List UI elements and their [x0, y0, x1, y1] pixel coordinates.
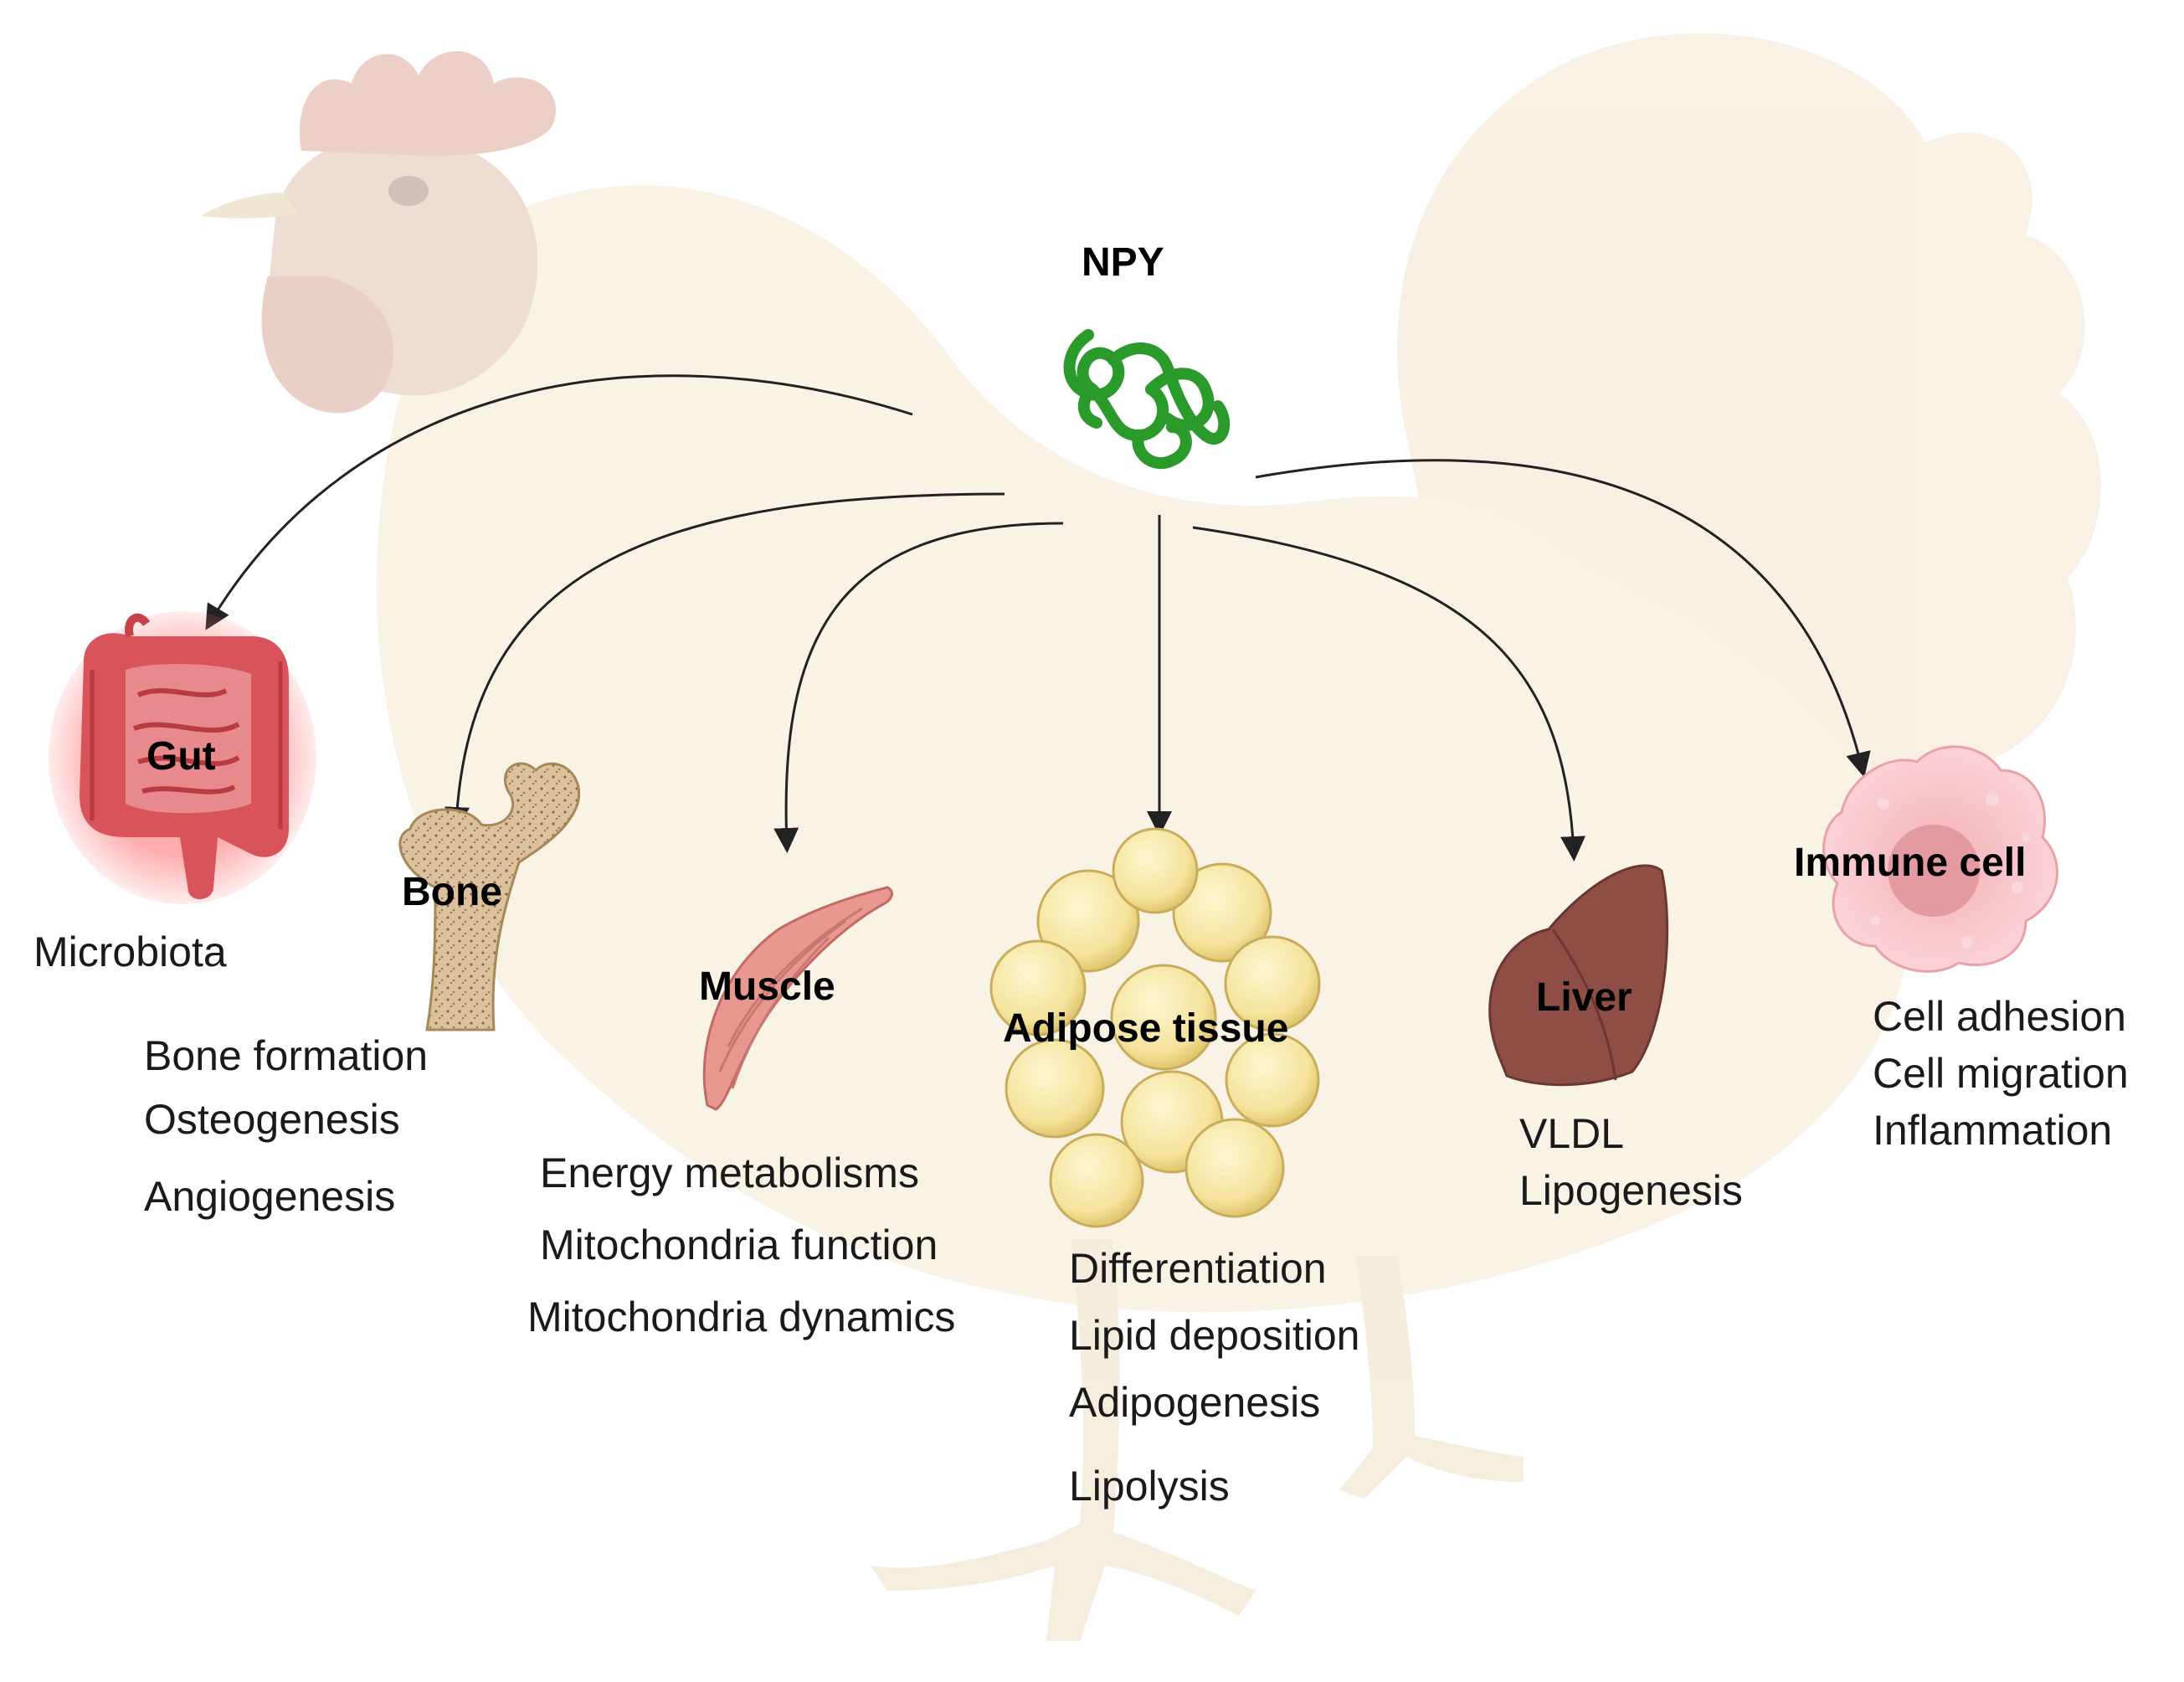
- bone-icon: [398, 762, 581, 1031]
- muscle-functions: Energy metabolisms Mitochondria function…: [527, 1137, 955, 1353]
- chicken-eye: [388, 176, 429, 206]
- bone-function-item: Angiogenesis: [144, 1173, 396, 1220]
- protein-coil-icon: [1063, 329, 1231, 470]
- immune-function-item: Cell adhesion: [1873, 993, 2126, 1040]
- muscle-function-item: Mitochondria function: [540, 1222, 938, 1268]
- gut-functions: Microbiota: [33, 928, 227, 976]
- bone-function-item: Bone formation: [144, 1032, 429, 1079]
- gut-function-item: Microbiota: [33, 928, 227, 975]
- adipose-functions: Differentiation Lipid deposition Adipoge…: [1069, 1235, 1360, 1520]
- immune-label: Immune cell: [1794, 841, 2027, 885]
- adipose-function-item: Adipogenesis: [1069, 1379, 1321, 1426]
- intestine-icon: [49, 611, 316, 904]
- immune-function-item: Cell migration: [1873, 1050, 2129, 1097]
- liver-function-item: Lipogenesis: [1519, 1167, 1743, 1214]
- liver-label: Liver: [1536, 975, 1632, 1020]
- arrow-to-immune: [1255, 459, 1871, 778]
- adipose-function-item: Lipid deposition: [1069, 1312, 1360, 1359]
- chicken-leg-right: [1339, 1256, 1524, 1499]
- arrow-to-gut: [205, 374, 913, 630]
- fat-cells-icon: [989, 827, 1321, 1228]
- liver-icon: [1488, 864, 1669, 1087]
- bone-function-item: Osteogenesis: [144, 1096, 400, 1143]
- muscle-function-item: Energy metabolisms: [540, 1150, 919, 1196]
- muscle-label: Muscle: [699, 964, 835, 1009]
- adipose-function-item: Lipolysis: [1069, 1463, 1230, 1510]
- immune-cell-icon: [1822, 745, 2058, 973]
- bone-functions: Bone formation Osteogenesis Angiogenesis: [144, 1020, 428, 1232]
- adipose-label: Adipose tissue: [1003, 1006, 1289, 1051]
- liver-function-item: VLDL: [1519, 1110, 1625, 1157]
- bone-label: Bone: [402, 870, 502, 914]
- arrow-to-bone: [445, 492, 1005, 832]
- arrow-to-liver: [1192, 526, 1586, 862]
- npy-label: NPY: [1082, 240, 1164, 285]
- immune-functions: Cell adhesion Cell migration Inflammatio…: [1873, 988, 2129, 1159]
- muscle-icon: [702, 886, 893, 1111]
- arrows: [205, 374, 1871, 862]
- arrow-to-muscle: [773, 522, 1064, 853]
- muscle-function-item: Mitochondria dynamics: [527, 1294, 956, 1340]
- chicken-comb: [300, 51, 556, 157]
- adipose-function-item: Differentiation: [1069, 1245, 1327, 1292]
- chicken-beak: [201, 193, 297, 219]
- immune-function-item: Inflammation: [1873, 1107, 2113, 1154]
- chicken-leg-left: [871, 1239, 1256, 1641]
- chicken-wattle: [261, 276, 393, 414]
- gut-label: Gut: [146, 734, 216, 779]
- liver-functions: VLDL Lipogenesis: [1519, 1105, 1743, 1219]
